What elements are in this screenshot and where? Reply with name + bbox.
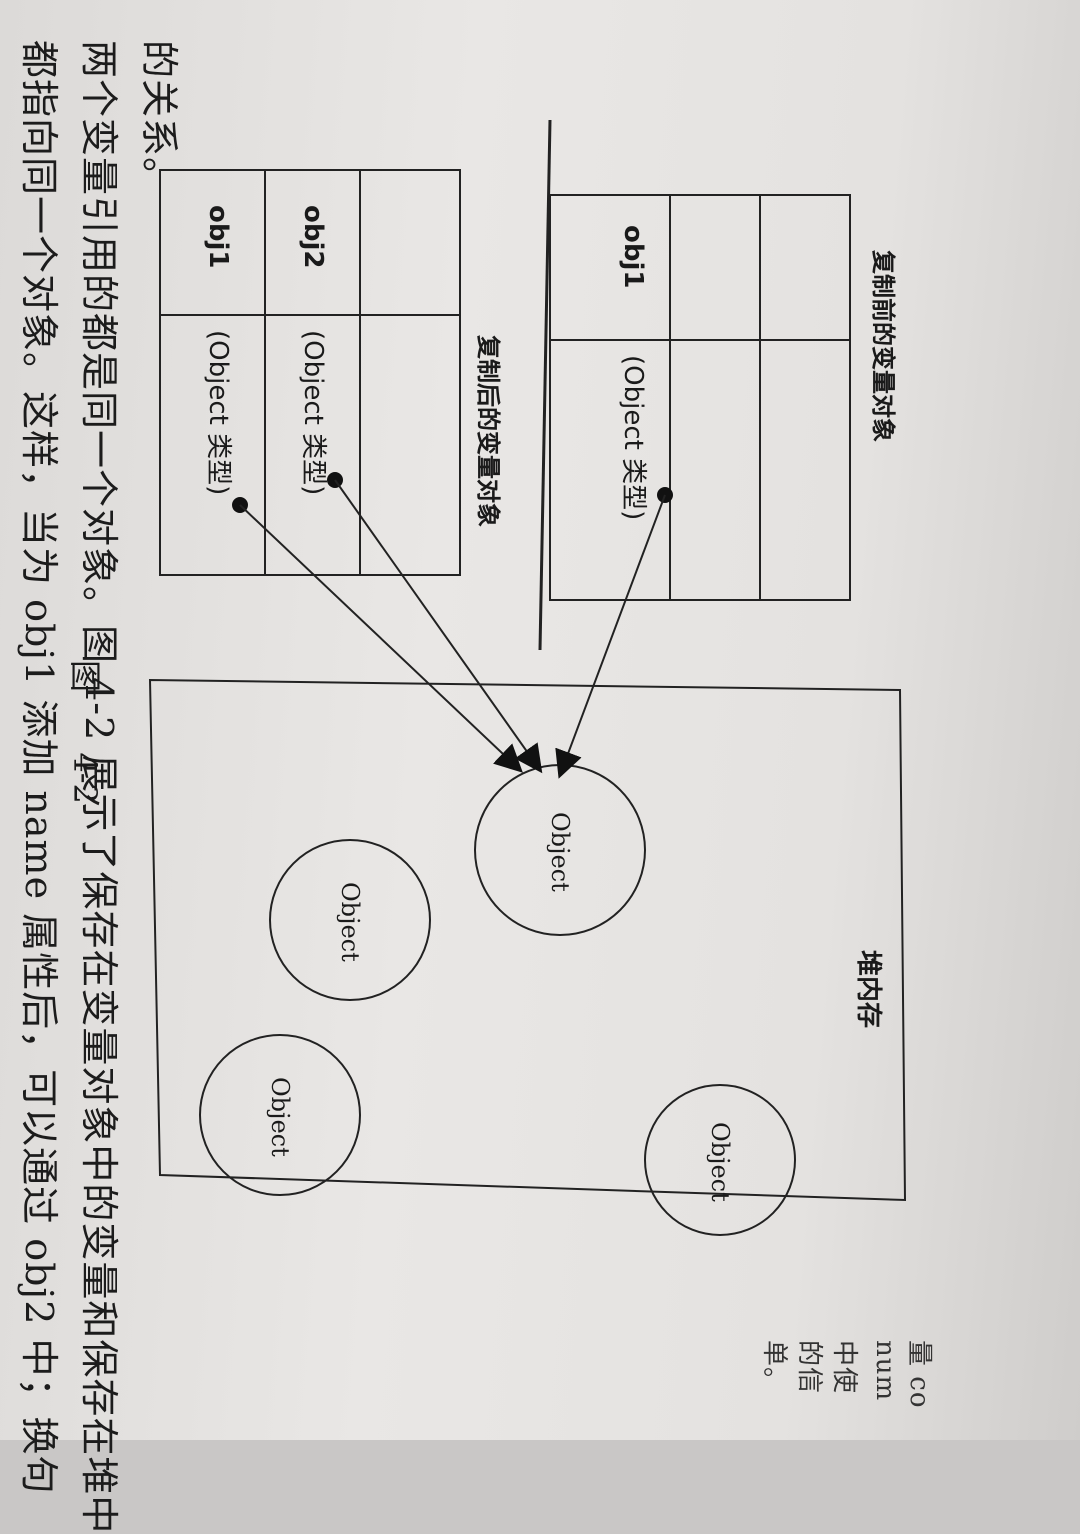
before-type-label: (Object 类型) [618, 355, 648, 520]
before-title: 复制前的变量对象 [869, 249, 898, 442]
arrow-after-obj2 [334, 479, 543, 774]
svg-text:Object: Object [336, 882, 364, 962]
caption-prefix: 图 [66, 660, 104, 693]
arrow-before-obj1 [555, 494, 666, 779]
memory-diagram: obj1 (Object 类型) 复制前的变量对象 obj2 (Object 类… [148, 119, 907, 1236]
after-title: 复制后的变量对象 [474, 334, 503, 527]
before-obj1-label: obj1 [618, 225, 648, 288]
rotated-page-content: 都指向同一个对象。这样，当为 obj1 添加 name 属性后，可以通过 obj… [17, 40, 934, 1534]
heap-object-2: Object [269, 839, 431, 1001]
arrow-after-obj1 [239, 504, 523, 773]
after-obj2-type: (Object 类型) [298, 330, 328, 495]
svg-text:Object: Object [546, 812, 574, 892]
after-obj1-type: (Object 类型) [203, 330, 233, 495]
heap-object-1: Object [474, 764, 646, 936]
caption-number: 4-2 [66, 752, 104, 804]
svg-text:Object: Object [266, 1077, 294, 1157]
after-obj2-label: obj2 [298, 205, 328, 268]
figure-caption: 图 4-2 [64, 660, 110, 804]
after-table: obj2 (Object 类型) obj1 (Object 类型) [159, 169, 461, 576]
divider-line [538, 119, 552, 651]
svg-text:Object: Object [706, 1122, 734, 1202]
after-obj1-label: obj1 [203, 205, 233, 268]
heap-title: 堆内存 [853, 950, 883, 1028]
heap-object-4: Object [644, 1084, 796, 1236]
before-table: obj1 (Object 类型) [549, 194, 851, 601]
heap-object-3: Object [199, 1034, 361, 1196]
heap-box [148, 678, 907, 1202]
